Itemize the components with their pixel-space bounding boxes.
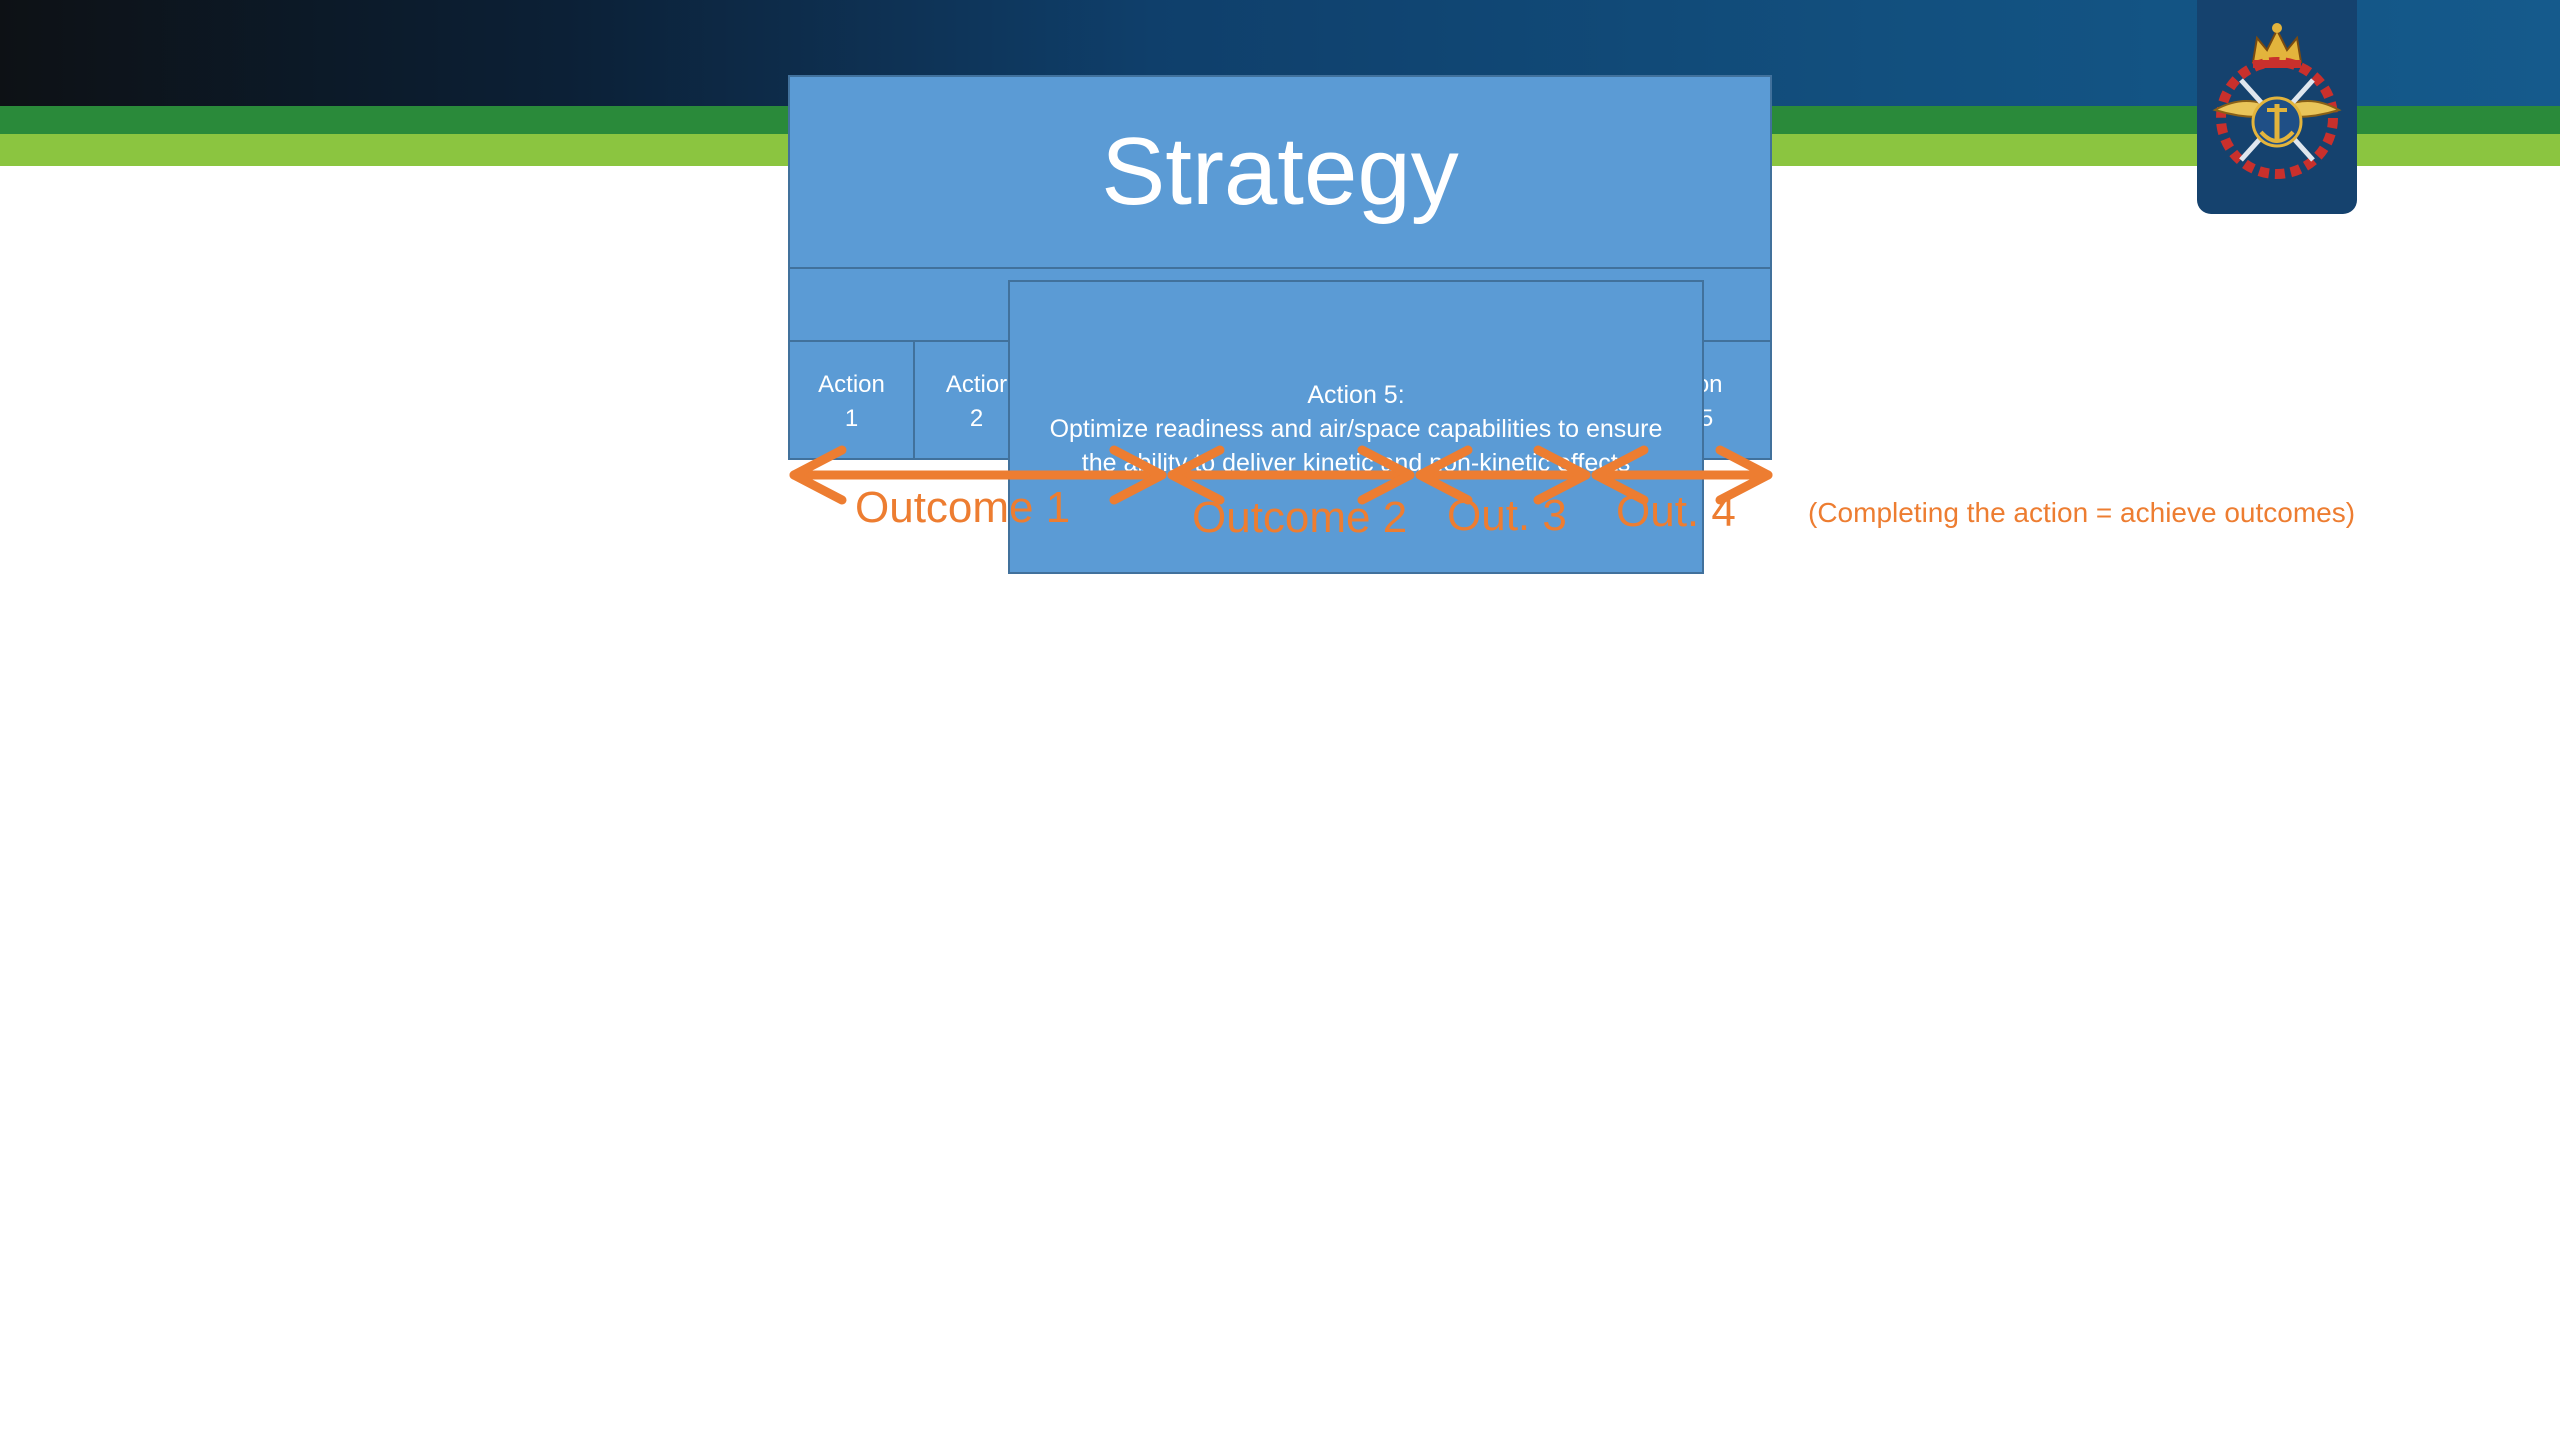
action-box-1: Action 1 — [788, 340, 915, 460]
outcome-2-label: Outcome 2 — [1192, 493, 1408, 542]
military-crest-icon — [2212, 23, 2342, 179]
outcome-3-label: Out. 3 — [1447, 491, 1567, 540]
action-2-number: 2 — [969, 405, 984, 432]
completion-note: (Completing the action = achieve outcome… — [1808, 497, 2356, 528]
action-1-label: Action — [818, 371, 885, 398]
crest-badge — [2197, 0, 2357, 214]
outcome-4-label: Out. 4 — [1616, 487, 1736, 536]
action-1-number: 1 — [844, 405, 859, 432]
action-5-line-1: Optimize readiness and air/space capabil… — [1049, 415, 1663, 443]
action-5-heading: Action 5: — [1307, 381, 1405, 409]
strategy-box: Strategy — [788, 75, 1772, 269]
action-5-line-2: the ability to deliver kinetic and non-k… — [1081, 449, 1631, 477]
strategy-title: Strategy — [1101, 118, 1459, 225]
outcome-1-label: Outcome 1 — [855, 483, 1071, 532]
action-2-label: Actior — [945, 371, 1008, 398]
